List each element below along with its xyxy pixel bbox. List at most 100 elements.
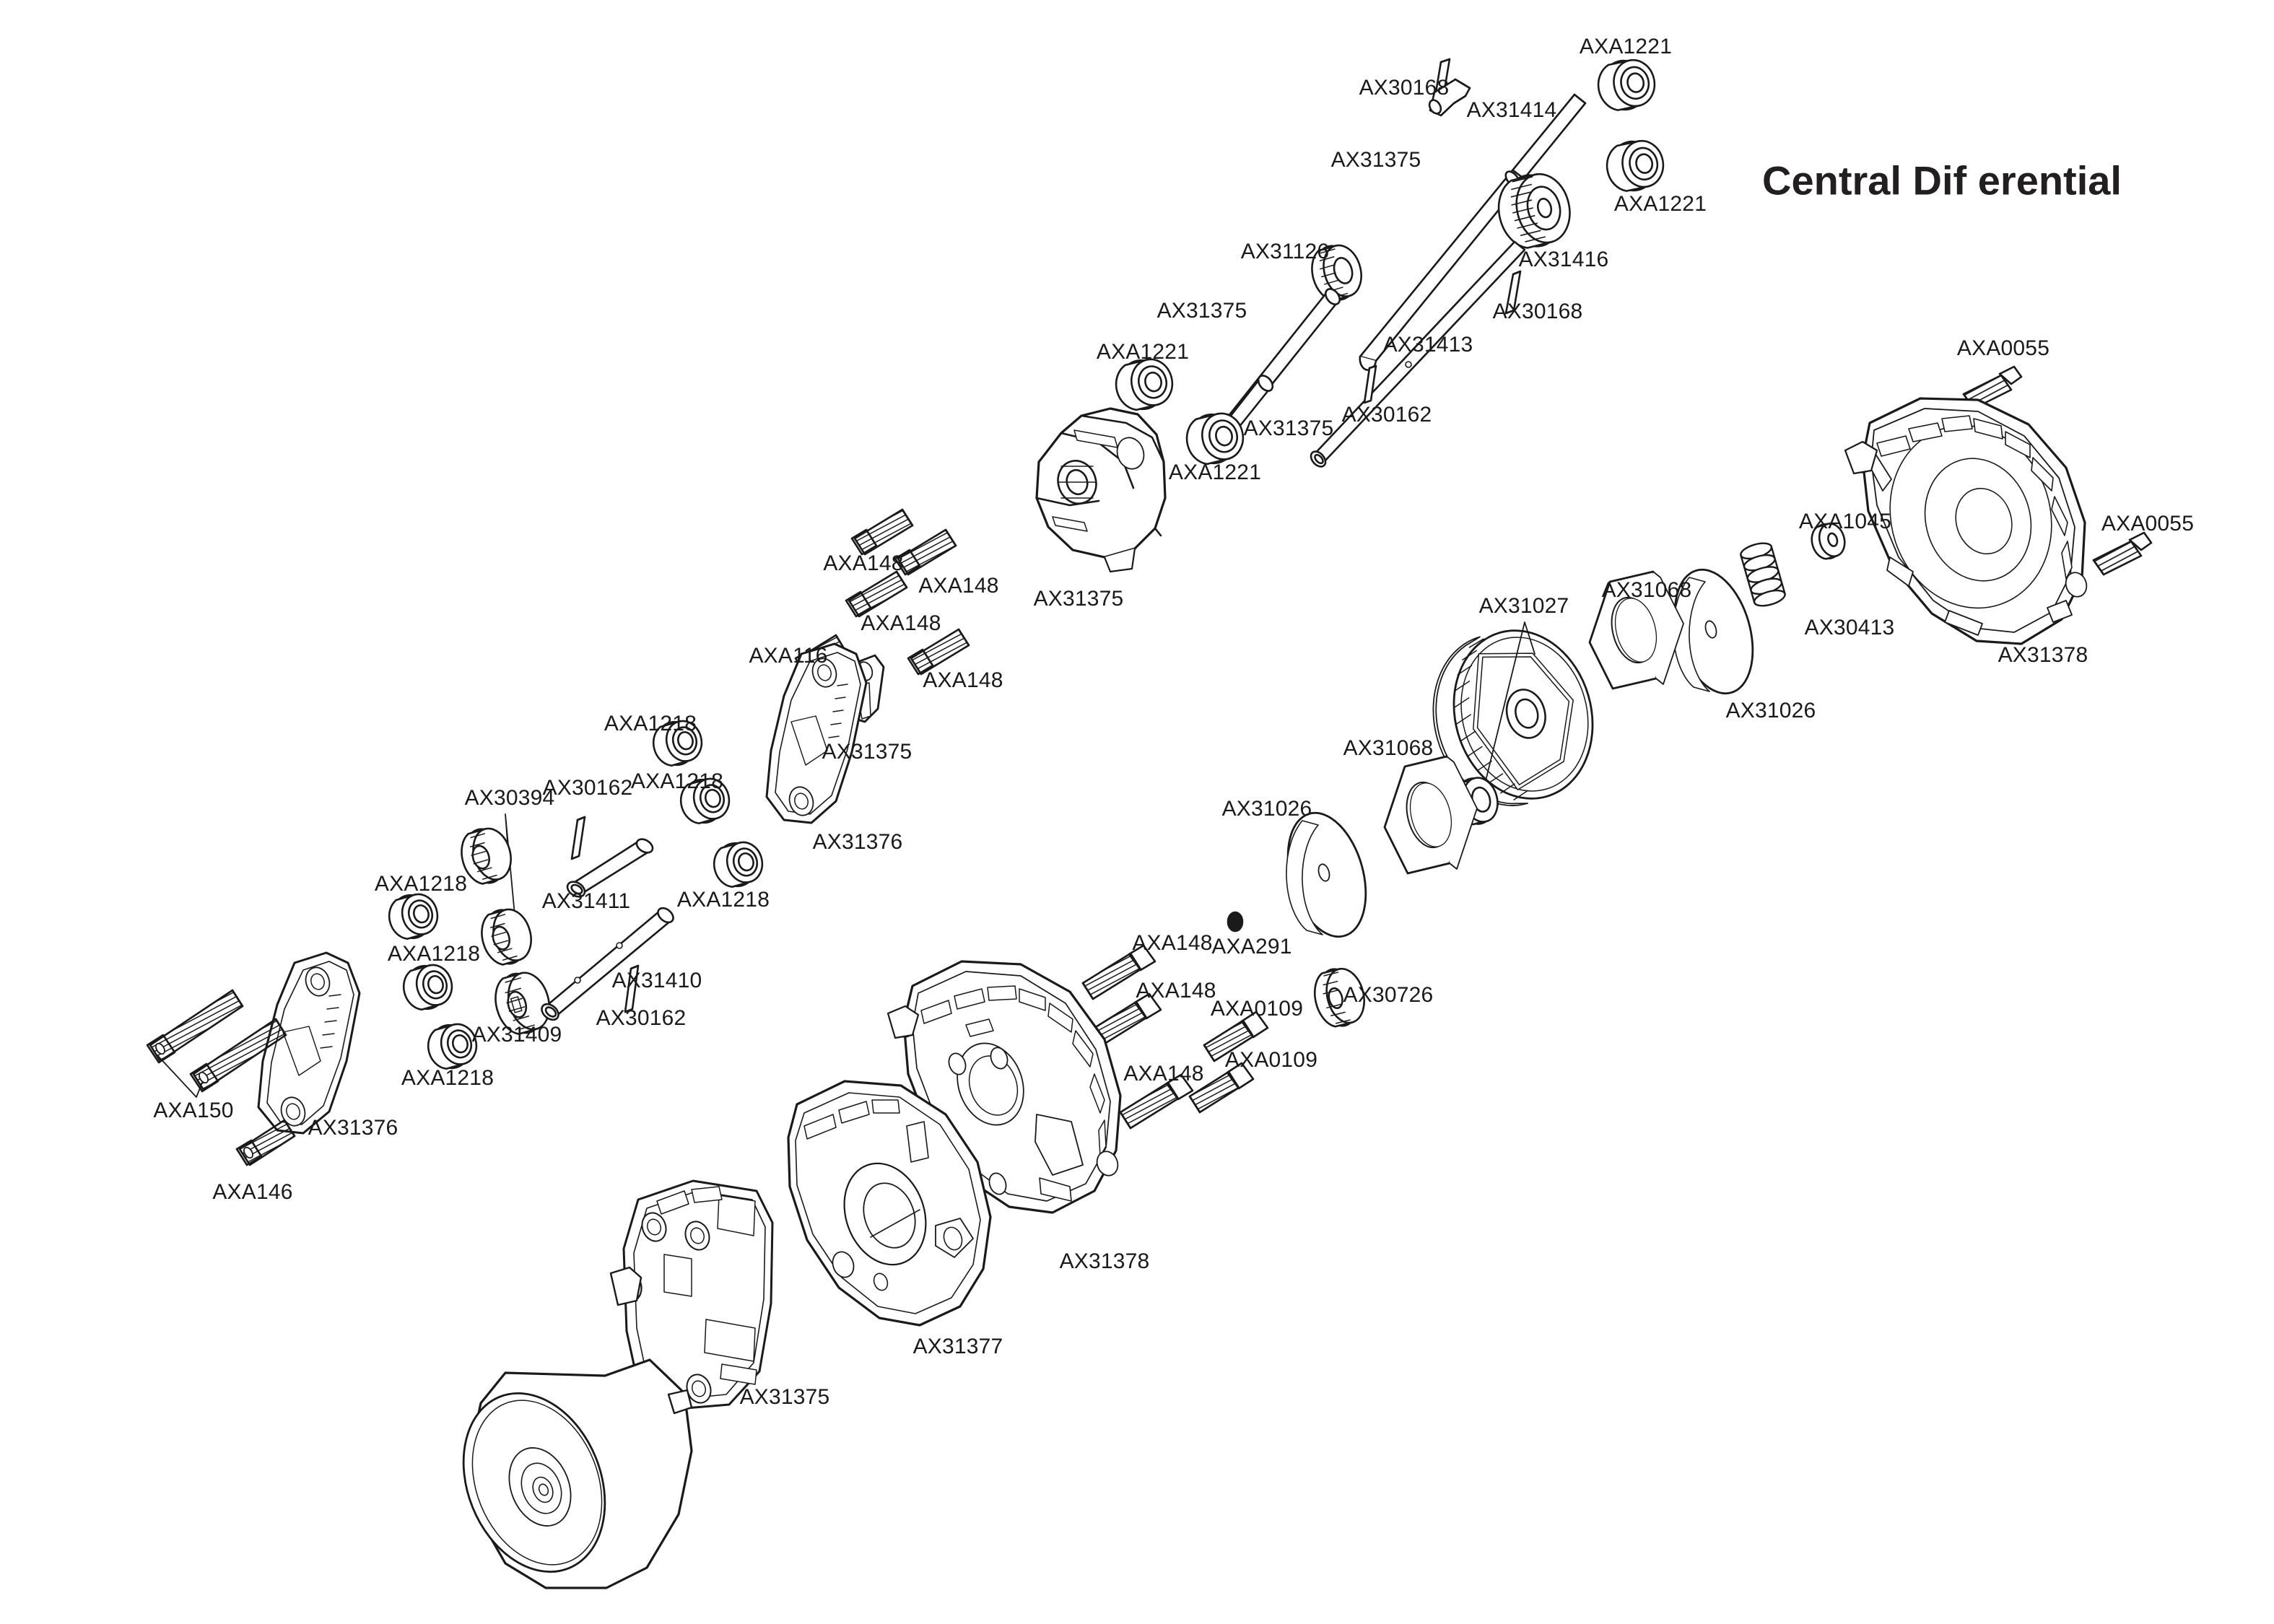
leader-ax31027: [1481, 621, 1535, 799]
part-ax31068-hexplate-left: [1383, 755, 1478, 875]
part-label-axa1218: AXA1218: [630, 769, 724, 793]
part-ax31068-hexplate-right: [1588, 570, 1684, 690]
part-label-axa150: AXA150: [153, 1099, 234, 1122]
part-label-axa0055: AXA0055: [2101, 512, 2195, 536]
part-label-ax31411: AX31411: [541, 889, 631, 913]
part-axa1045-plug: [1811, 523, 1846, 560]
part-ax31416-gear: [1497, 173, 1571, 249]
part-label-axa291: AXA291: [1211, 935, 1292, 959]
part-ax31376-plate-mid: [765, 642, 868, 824]
part-ax31377-housing: [787, 1080, 992, 1327]
part-ax30413-spring: [1738, 539, 1787, 610]
part-axa1218-bearing-5: [397, 958, 458, 1016]
part-label-ax31068: AX31068: [1601, 578, 1692, 602]
part-label-ax30394: AX30394: [464, 786, 555, 810]
part-label-ax31409: AX31409: [471, 1023, 562, 1047]
part-label-axa148: AXA148: [1132, 931, 1213, 955]
part-ax31413-shaft: [1310, 240, 1526, 468]
part-label-ax30168: AX30168: [1492, 300, 1583, 323]
part-label-ax31377: AX31377: [912, 1335, 1003, 1358]
part-label-ax30726: AX30726: [1343, 983, 1434, 1007]
part-label-axa1221: AXA1221: [1579, 35, 1673, 58]
part-label-axa1221: AXA1221: [1613, 192, 1707, 216]
part-label-ax31375: AX31375: [1156, 299, 1247, 323]
part-label-ax31375: AX31375: [1033, 587, 1124, 611]
page-title: Central Dif erential: [1762, 157, 2122, 204]
part-ax30394-gear-2: [481, 908, 532, 966]
part-label-ax31375: AX31375: [1243, 416, 1334, 440]
leader-axa150: [157, 1055, 203, 1098]
part-label-axa116: AXA116: [749, 644, 828, 668]
part-motor-can: [462, 1358, 693, 1589]
part-axa0055-screw-2: [2092, 531, 2153, 576]
part-ax31376-plate-left: [257, 951, 361, 1135]
part-ax31126-gear: [1311, 244, 1362, 302]
part-axa148-screw-u3: [845, 570, 908, 618]
part-label-ax31375: AX31375: [739, 1385, 830, 1409]
part-label-ax31026: AX31026: [1221, 797, 1312, 821]
part-ax31375-motor-mount: [609, 1179, 774, 1410]
part-label-axa148: AXA148: [823, 551, 904, 575]
part-axa291-setscrew: [1227, 911, 1244, 933]
part-label-ax31378: AX31378: [1998, 643, 2088, 667]
part-label-axa1218: AXA1218: [374, 872, 468, 896]
part-ax31411-shaft: [566, 838, 654, 898]
part-axa1218-bearing-3: [707, 835, 769, 893]
part-ax31026-disc-left: [1286, 811, 1367, 938]
part-label-axa148: AXA148: [861, 611, 941, 635]
part-label-ax31375: AX31375: [1330, 148, 1421, 172]
part-label-axa1218: AXA1218: [676, 888, 770, 912]
part-label-axa148: AXA148: [923, 668, 1003, 692]
part-axa148-screw-u4: [907, 628, 970, 676]
part-axa148-screw-lc1: [1081, 944, 1156, 1000]
part-label-axa146: AXA146: [212, 1180, 293, 1204]
part-axa148-screw-u2: [894, 528, 957, 576]
part-axa150-screw-1: [146, 989, 244, 1064]
part-label-axa1221: AXA1221: [1096, 340, 1190, 364]
part-label-axa148: AXA148: [1136, 979, 1216, 1003]
part-ax31409-gear: [495, 972, 551, 1035]
part-ax31027-spur-gear: [1432, 629, 1594, 806]
part-label-axa1218: AXA1218: [604, 712, 697, 735]
part-label-axa1218: AXA1218: [387, 942, 481, 966]
part-ax31026-disc-right: [1673, 568, 1754, 695]
part-ax31378-cover-right: [1844, 397, 2088, 645]
part-label-axa148: AXA148: [918, 574, 999, 598]
part-label-ax31416: AX31416: [1518, 248, 1609, 271]
part-label-ax31413: AX31413: [1382, 333, 1473, 357]
part-label-ax30162: AX30162: [542, 776, 633, 800]
part-label-ax31376: AX31376: [812, 830, 903, 854]
part-label-ax31027: AX31027: [1478, 594, 1569, 618]
part-axa0109-screw-1: [1203, 1010, 1269, 1062]
part-label-ax30413: AX30413: [1804, 616, 1895, 639]
part-axa1221-bearing-2: [1601, 134, 1669, 197]
part-ax30162-pin-left-1: [570, 816, 586, 860]
part-label-ax31068: AX31068: [1343, 736, 1434, 760]
part-ax31410-shaft: [541, 907, 674, 1021]
part-label-ax31375: AX31375: [822, 740, 912, 764]
part-label-ax30162: AX30162: [596, 1006, 687, 1030]
part-axa148-screw-lc3: [1119, 1073, 1194, 1130]
part-label-ax30168: AX30168: [1359, 76, 1450, 100]
part-ax31375-gearbox-upper: [1035, 407, 1167, 573]
part-label-axa1218: AXA1218: [401, 1066, 495, 1090]
part-label-axa1045: AXA1045: [1798, 510, 1892, 533]
part-ax30162-pin-left-2: [624, 964, 640, 1013]
part-label-ax31410: AX31410: [611, 969, 702, 992]
part-ax30168-pin-lower: [1504, 270, 1522, 315]
part-ax30394-gear-1: [461, 827, 512, 885]
part-label-axa0109: AXA0109: [1224, 1048, 1318, 1072]
part-axa148-screw-u1: [850, 508, 914, 556]
part-axa146-screw: [235, 1119, 296, 1166]
part-label-ax31414: AX31414: [1466, 98, 1557, 122]
part-label-ax31376: AX31376: [308, 1116, 398, 1140]
part-label-axa1221: AXA1221: [1168, 460, 1262, 484]
part-ax30162-pin-upper: [1363, 364, 1377, 404]
part-label-axa0055: AXA0055: [1956, 336, 2050, 360]
part-axa150-screw-2: [189, 1018, 287, 1093]
part-ax31375-stepped-pin: [1428, 78, 1471, 117]
part-label-ax31026: AX31026: [1725, 699, 1816, 722]
part-label-ax31378: AX31378: [1059, 1249, 1150, 1273]
